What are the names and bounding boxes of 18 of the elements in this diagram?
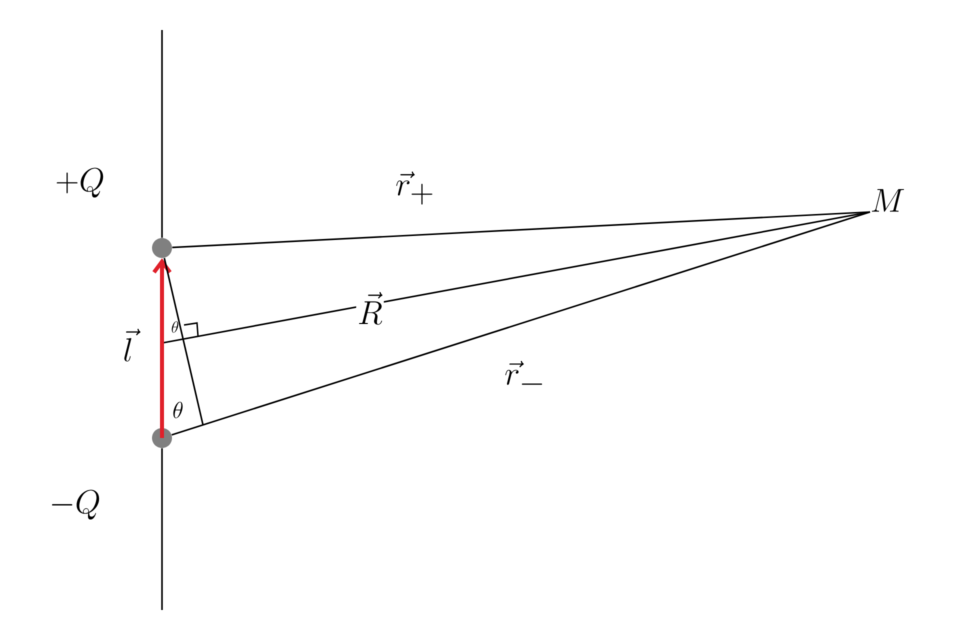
line — [172, 211, 870, 248]
charge-label: $-Q$ — [52, 490, 100, 520]
vector-label: $\vec{l}$ — [124, 328, 140, 362]
vector-label: $\vec{r}_{+}$ — [396, 172, 432, 205]
charge-dot — [152, 238, 172, 258]
charge-dot — [152, 428, 172, 448]
line — [161, 448, 163, 610]
line — [172, 211, 870, 436]
line — [161, 30, 163, 238]
vector-label: $\vec{R}$ — [359, 292, 382, 325]
line — [162, 211, 870, 344]
angle-label: $\theta$ — [173, 402, 183, 418]
line — [164, 258, 204, 426]
angle-label: $\theta$ — [172, 321, 178, 333]
vector-label: $\vec{r}_{-}$ — [505, 360, 542, 385]
arrow — [152, 258, 172, 438]
charge-label: $+Q$ — [56, 168, 104, 198]
point-label: $M$ — [872, 189, 904, 212]
